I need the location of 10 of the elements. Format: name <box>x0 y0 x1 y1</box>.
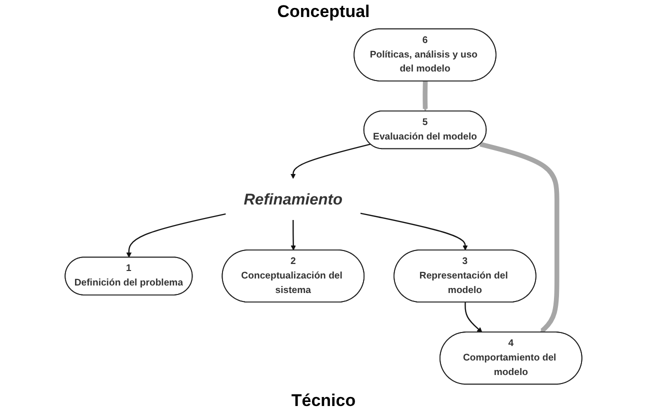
arrow <box>290 144 371 179</box>
arrow <box>126 213 226 258</box>
arrow <box>464 302 482 333</box>
section-label: Conceptual <box>277 2 370 22</box>
arrow <box>480 142 560 333</box>
arrow <box>290 220 296 250</box>
arrow <box>422 81 428 112</box>
arrow <box>360 212 468 250</box>
section-label: Técnico <box>291 391 356 411</box>
node-text: Refinamiento <box>244 190 342 208</box>
